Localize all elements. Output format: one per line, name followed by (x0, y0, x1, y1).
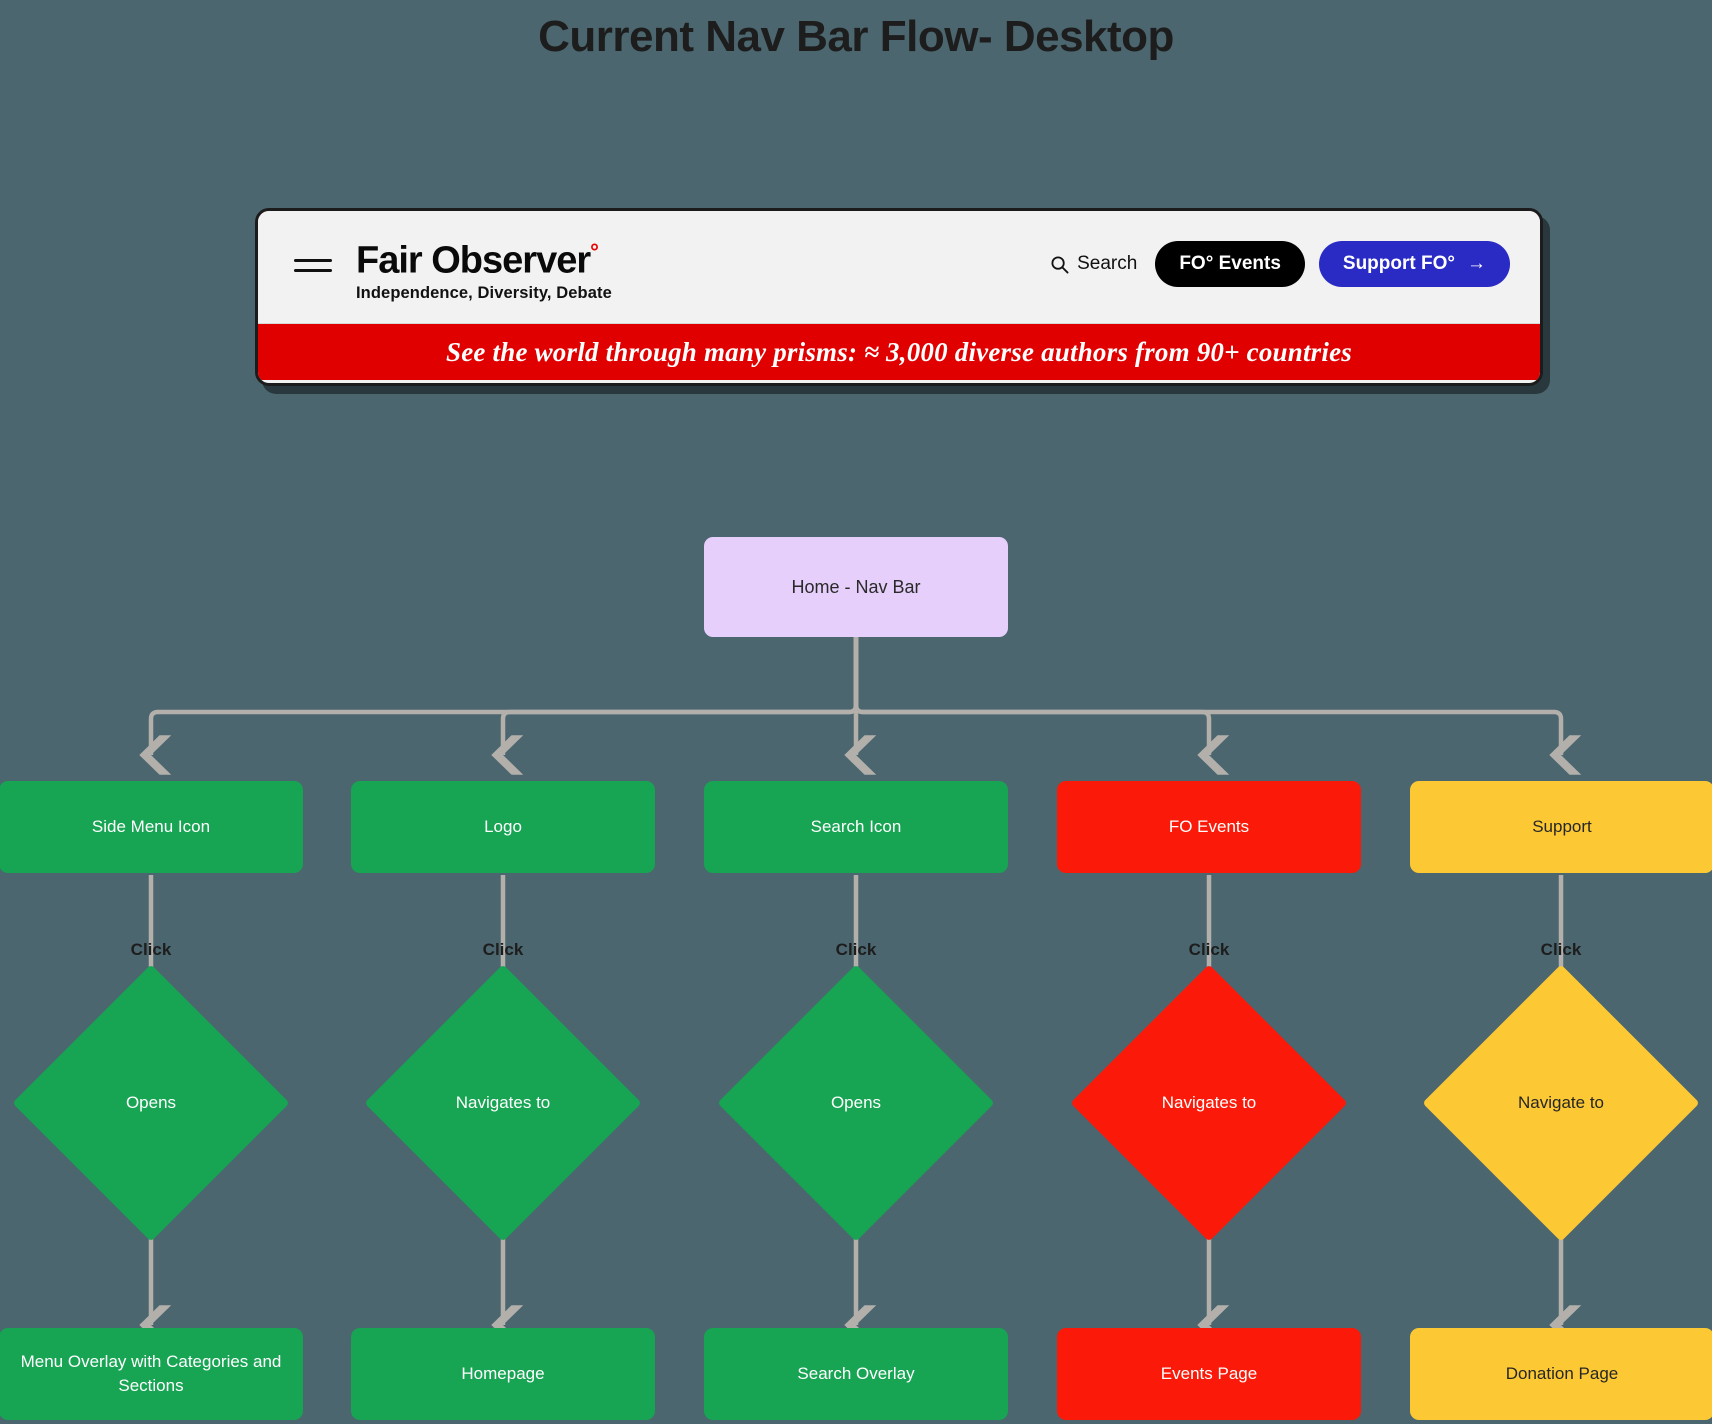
navbar-mockup: Fair Observer° Independence, Diversity, … (255, 208, 1543, 386)
flow-node-events-page[interactable]: Events Page (1057, 1328, 1361, 1420)
hamburger-menu-icon[interactable] (294, 259, 332, 279)
flow-node-label: FO Events (1168, 817, 1250, 836)
arrow-right-icon: → (1467, 253, 1486, 274)
flow-node-label: Home - Nav Bar (791, 577, 921, 597)
navbar-top-row: Fair Observer° Independence, Diversity, … (258, 211, 1540, 324)
page-title: Current Nav Bar Flow- Desktop (538, 12, 1174, 61)
flow-node-donation-page[interactable]: Donation Page (1410, 1328, 1712, 1420)
brand-block[interactable]: Fair Observer° Independence, Diversity, … (356, 231, 612, 303)
flow-node-label: Donation Page (1505, 1364, 1619, 1383)
hamburger-line (294, 259, 332, 262)
brand-name-text: Fair Observer (356, 239, 591, 282)
search-button[interactable]: Search (1050, 253, 1137, 275)
flow-node-label: Support (1532, 817, 1592, 836)
flow-node-search-icon[interactable]: Search Icon (704, 781, 1008, 873)
flow-node-logo[interactable]: Logo (351, 781, 655, 873)
edge-label-click-3: Click (835, 940, 877, 959)
edge-label-click-4: Click (1188, 940, 1230, 959)
brand-tagline: Independence, Diversity, Debate (356, 283, 612, 302)
flow-node-menu-overlay[interactable]: Menu Overlay with Categories and Section… (0, 1328, 303, 1420)
hamburger-line (294, 269, 332, 272)
flow-node-label: Homepage (461, 1364, 545, 1383)
flow-node-label: Search Icon (810, 817, 902, 836)
promo-banner-text: See the world through many prisms: ≈ 3,0… (446, 336, 1352, 367)
flow-node-label: Side Menu Icon (91, 817, 211, 836)
search-icon (1051, 255, 1069, 273)
brand-degree-mark: ° (590, 239, 599, 264)
support-label: Support FO° (1342, 253, 1455, 274)
fo-events-button[interactable]: FO° Events (1155, 241, 1305, 287)
brand-name: Fair Observer° (356, 231, 612, 282)
fo-events-label: FO° Events (1179, 253, 1281, 274)
flow-node-support[interactable]: Support (1410, 781, 1712, 873)
edge-label-click-2: Click (482, 940, 524, 959)
flow-node-label: Logo (484, 817, 522, 836)
flow-node-fo-events[interactable]: FO Events (1057, 781, 1361, 873)
flow-node-home-nav-bar[interactable]: Home - Nav Bar (704, 537, 1008, 637)
flow-node-label: Events Page (1160, 1364, 1258, 1383)
edge-label-click-5: Click (1540, 940, 1582, 959)
flow-node-label: Menu Overlay with Categories and Section… (20, 1352, 282, 1395)
flow-node-search-overlay[interactable]: Search Overlay (704, 1328, 1008, 1420)
search-label: Search (1077, 253, 1138, 274)
navbar-actions: Search FO° Events Support FO° → (1050, 241, 1510, 287)
flow-node-label: Search Overlay (797, 1364, 915, 1383)
promo-banner: See the world through many prisms: ≈ 3,0… (258, 324, 1540, 380)
support-button[interactable]: Support FO° → (1318, 241, 1510, 287)
flow-node-side-menu-icon[interactable]: Side Menu Icon (0, 781, 303, 873)
edge-label-click-1: Click (130, 940, 172, 959)
flow-node-homepage[interactable]: Homepage (351, 1328, 655, 1420)
